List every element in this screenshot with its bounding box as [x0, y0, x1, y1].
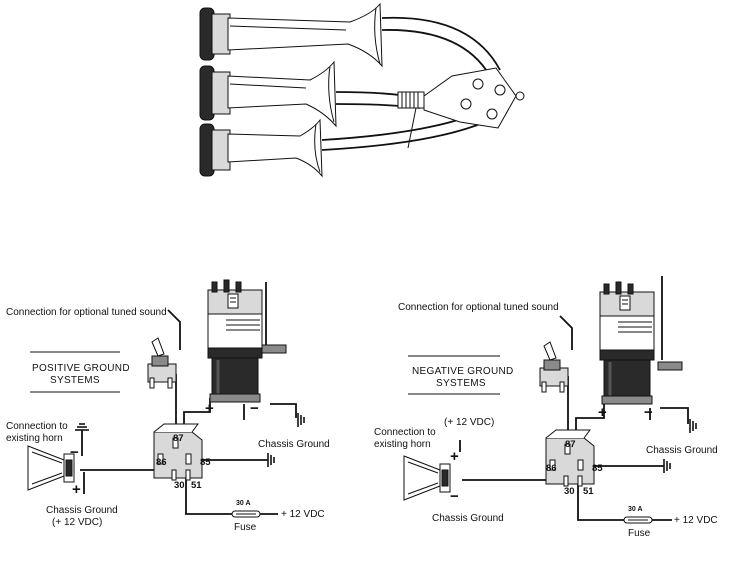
- ground-symbol-icon: [267, 452, 275, 468]
- terminal-86: 86: [546, 463, 557, 474]
- heading-line2: SYSTEMS: [50, 375, 100, 386]
- chassis-ground-bottom: Chassis Ground: [432, 513, 504, 524]
- supply-label: + 12 VDC: [281, 509, 325, 520]
- terminal-30: 30: [174, 480, 185, 491]
- chassis-ground-right: Chassis Ground: [258, 439, 330, 450]
- fuse-rating: 30 A: [628, 506, 643, 513]
- ground-symbol-icon: [663, 458, 671, 474]
- minus-sign: −: [450, 488, 459, 505]
- terminal-87: 87: [173, 433, 184, 444]
- positive-ground-diagram: Connection for optional tuned sound POSI…: [6, 278, 330, 533]
- ground-symbol-icon: [689, 418, 697, 434]
- terminal-51: 51: [191, 480, 202, 491]
- ground-symbol-icon: [74, 423, 90, 431]
- heading-line1: POSITIVE GROUND: [32, 363, 130, 374]
- plus-sign: +: [450, 448, 459, 465]
- minus-sign: −: [644, 404, 653, 421]
- existing-horn-icon: [27, 445, 75, 491]
- supply-top-label: (+ 12 VDC): [444, 417, 494, 428]
- toggle-switch-icon: [147, 337, 177, 389]
- existing-horn-label-2: existing horn: [6, 433, 63, 444]
- heading-line2: SYSTEMS: [436, 378, 486, 389]
- heading-line1: NEGATIVE GROUND: [412, 366, 514, 377]
- plus-sign: +: [598, 404, 607, 421]
- chassis-ground-right: Chassis Ground: [646, 445, 718, 456]
- optional-sound-label: Connection for optional tuned sound: [398, 302, 559, 313]
- existing-horn-icon: [403, 455, 451, 501]
- existing-horn-label-1: Connection to: [6, 421, 68, 432]
- toggle-switch-icon: [539, 341, 569, 393]
- triple-trumpet-horn-icon: [199, 2, 525, 178]
- fuse-icon: [231, 510, 261, 518]
- terminal-30: 30: [564, 486, 575, 497]
- terminal-86: 86: [156, 457, 167, 468]
- fuse-rating: 30 A: [236, 500, 251, 507]
- optional-sound-label: Connection for optional tuned sound: [6, 307, 167, 318]
- supply-label: + 12 VDC: [674, 515, 718, 526]
- fuse-icon: [623, 516, 653, 524]
- fuse-label: Fuse: [628, 528, 651, 539]
- negative-ground-diagram: Connection for optional tuned sound NEGA…: [374, 276, 718, 539]
- terminal-85: 85: [200, 457, 211, 468]
- ground-symbol-icon: [297, 412, 305, 428]
- minus-sign: −: [250, 400, 259, 417]
- existing-horn-label-1: Connection to: [374, 427, 436, 438]
- terminal-51: 51: [583, 486, 594, 497]
- existing-horn-label-2: existing horn: [374, 439, 431, 450]
- air-compressor-icon: [598, 280, 656, 406]
- fuse-label: Fuse: [234, 522, 257, 533]
- chassis-ground-sub: (+ 12 VDC): [52, 517, 102, 528]
- terminal-85: 85: [592, 463, 603, 474]
- terminal-87: 87: [565, 439, 576, 450]
- minus-sign: −: [70, 444, 79, 461]
- plus-sign: +: [205, 400, 214, 417]
- air-compressor-icon: [206, 278, 264, 404]
- chassis-ground-bottom: Chassis Ground: [46, 505, 118, 516]
- plus-sign: +: [72, 481, 81, 498]
